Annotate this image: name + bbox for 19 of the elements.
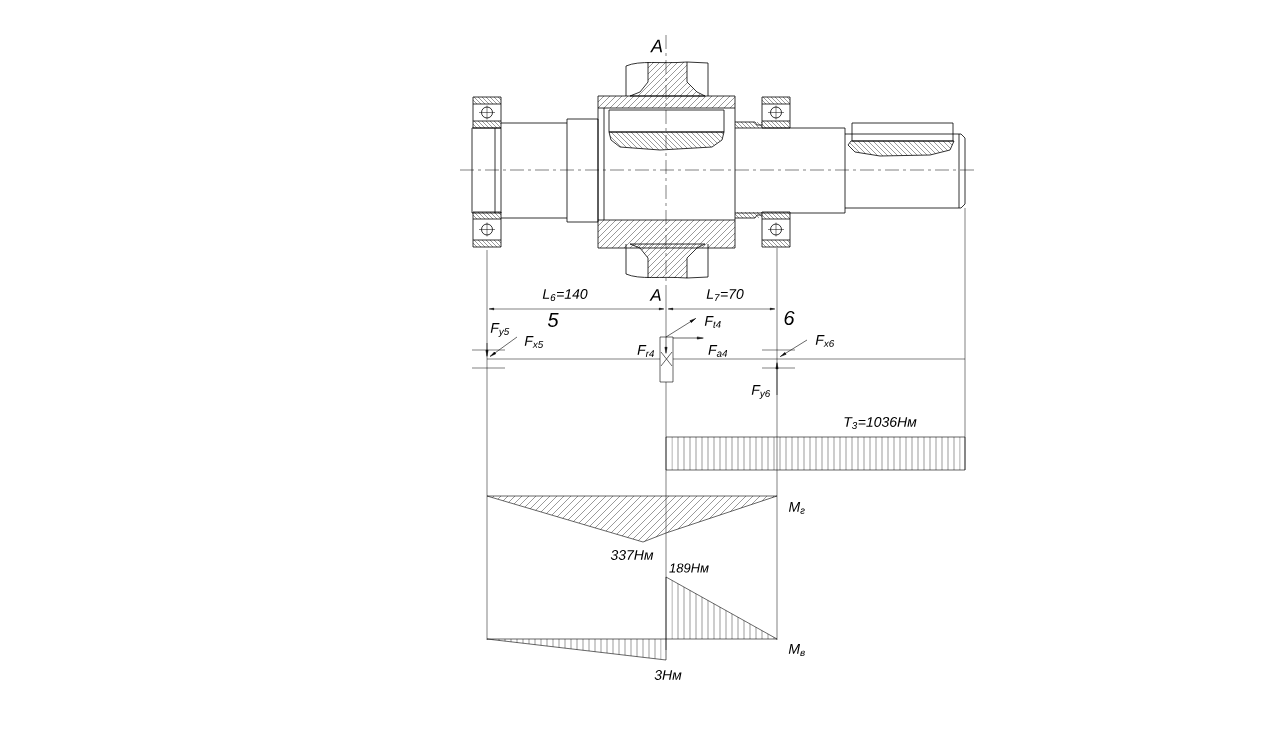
force-label: F$_{x5}$: [524, 336, 544, 348]
force-label: F$_{y6}$: [751, 385, 771, 399]
dimension-label: L$_{6}$=140: [542, 289, 588, 301]
moment-value: 3Нм: [654, 670, 682, 680]
moment-value: 337Нм: [610, 550, 654, 560]
force-label: F$_{y5}$: [490, 323, 510, 337]
moment-value: 189Нм: [669, 563, 709, 573]
force-label: F$_{x6}$: [815, 335, 835, 347]
dimension-label: L$_{7}$=70: [706, 289, 744, 301]
moment-label: M$_{г}$: [788, 502, 805, 514]
torque-label: T$_{3}$=1036Нм: [844, 417, 917, 429]
support-number: 5: [547, 313, 559, 327]
force-label: F$_{a4}$: [708, 345, 728, 357]
section-letter: A: [649, 289, 661, 301]
section-letter: A: [650, 39, 663, 53]
force-label: F$_{r4}$: [637, 345, 654, 357]
moment-label: M$_{в}$: [788, 644, 805, 656]
force-label: F$_{t4}$: [704, 316, 721, 328]
support-number: 6: [784, 310, 795, 326]
